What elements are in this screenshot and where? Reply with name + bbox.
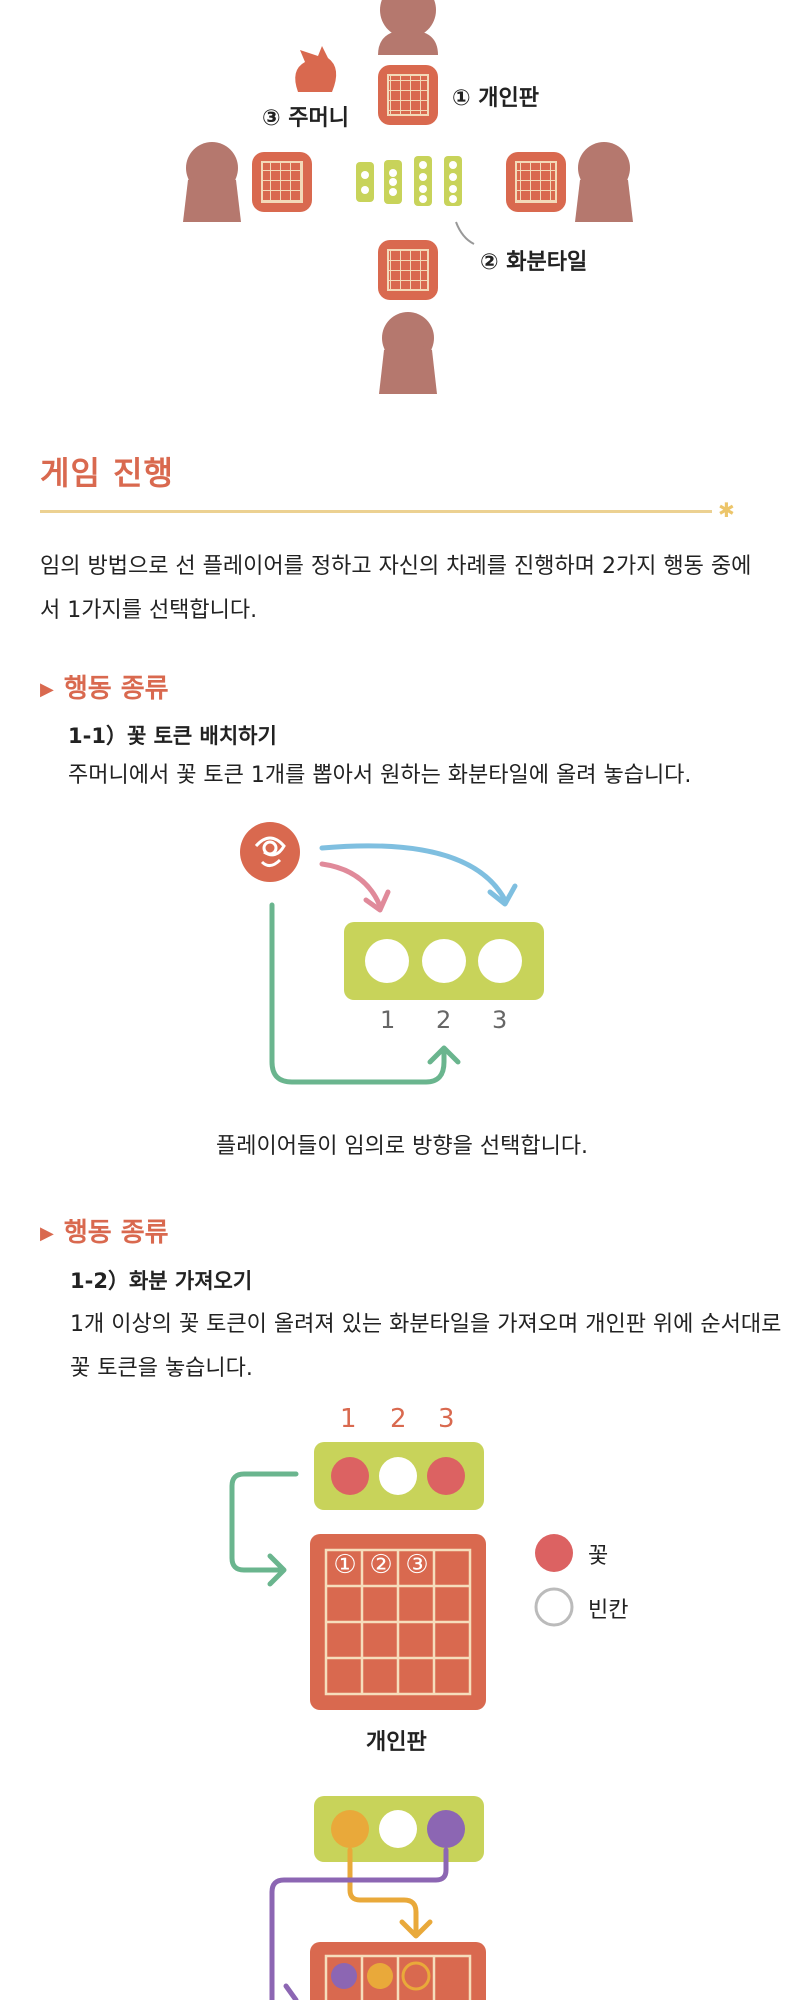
action2-heading: ▶ 행동 종류 [40,1212,169,1249]
personal-board-example2 [310,1942,486,2000]
label-pot-tile: ② 화분타일 [480,250,588,275]
triangle-bullet-icon: ▶ [40,679,54,700]
action1-heading: ▶ 행동 종류 [40,668,169,705]
legend-flower-label: 꽃 [588,1544,609,1569]
slot-label-1: 1 [340,1404,357,1434]
personal-board-left [252,152,312,212]
legend-flower-swatch [535,1534,573,1572]
player-figure-top [378,0,438,55]
cell-mark-1: ① [333,1550,357,1580]
action2-item-title: 1-2）화분 가져오기 [70,1269,253,1293]
pot-tile-action1 [344,922,544,1000]
slot-label-1: 1 [380,1006,396,1034]
label-pouch: ③ 주머니 [262,106,350,131]
section-divider [40,510,712,513]
pouch-icon [295,46,337,92]
player-figure-right [575,142,633,222]
slot-label-3: 3 [438,1404,455,1434]
action1-item-title: 1-1）꽃 토큰 배치하기 [68,724,277,748]
slot-label-2: 2 [390,1404,407,1434]
arrow-blue [319,843,508,903]
arrow-green-2 [229,1471,299,1573]
label-personal-board: ① 개인판 [452,86,540,111]
personal-board-right [506,152,566,212]
action2-text: 1개 이상의 꽃 토큰이 올려져 있는 화분타일을 가져오며 개인판 위에 순서… [70,1312,782,1381]
arrow-purple [269,1847,449,2000]
pot-tile-leader-line [455,221,475,245]
star-icon: ✱ [718,498,735,522]
action1-caption: 플레이어들이 임의로 방향을 선택합니다. [216,1134,589,1159]
action1-text: 주머니에서 꽃 토큰 1개를 뽑아서 원하는 화분타일에 올려 놓습니다. [68,763,692,788]
rose-token-icon [240,822,300,882]
triangle-bullet-icon: ▶ [40,1223,54,1244]
arrow-green [269,902,447,1085]
player-figure-left [183,142,241,222]
personal-board-top [378,65,438,125]
legend-empty-swatch [534,1587,574,1627]
legend-empty-label: 빈칸 [588,1598,629,1623]
arrow-pink [319,861,383,909]
slot-label-2: 2 [436,1006,452,1034]
section-intro: 임의 방법으로 선 플레이어를 정하고 자신의 차례를 진행하며 2가지 행동 … [40,554,752,623]
pot-tiles-icon [356,156,462,206]
slot-label-3: 3 [492,1006,508,1034]
section-title: 게임 진행 [40,454,174,492]
pot-tile-example2 [314,1796,484,1862]
arrow-yellow [347,1847,419,1937]
player-figure-bottom [379,312,437,394]
pot-tile-action2 [314,1442,484,1510]
cell-mark-3: ③ [405,1550,429,1580]
board-label: 개인판 [366,1730,427,1755]
personal-board-diagram [310,1534,486,1710]
action1-heading-text: 행동 종류 [63,674,169,704]
personal-board-bottom [378,240,438,300]
action2-heading-text: 행동 종류 [63,1218,169,1248]
cell-mark-2: ② [369,1550,393,1580]
